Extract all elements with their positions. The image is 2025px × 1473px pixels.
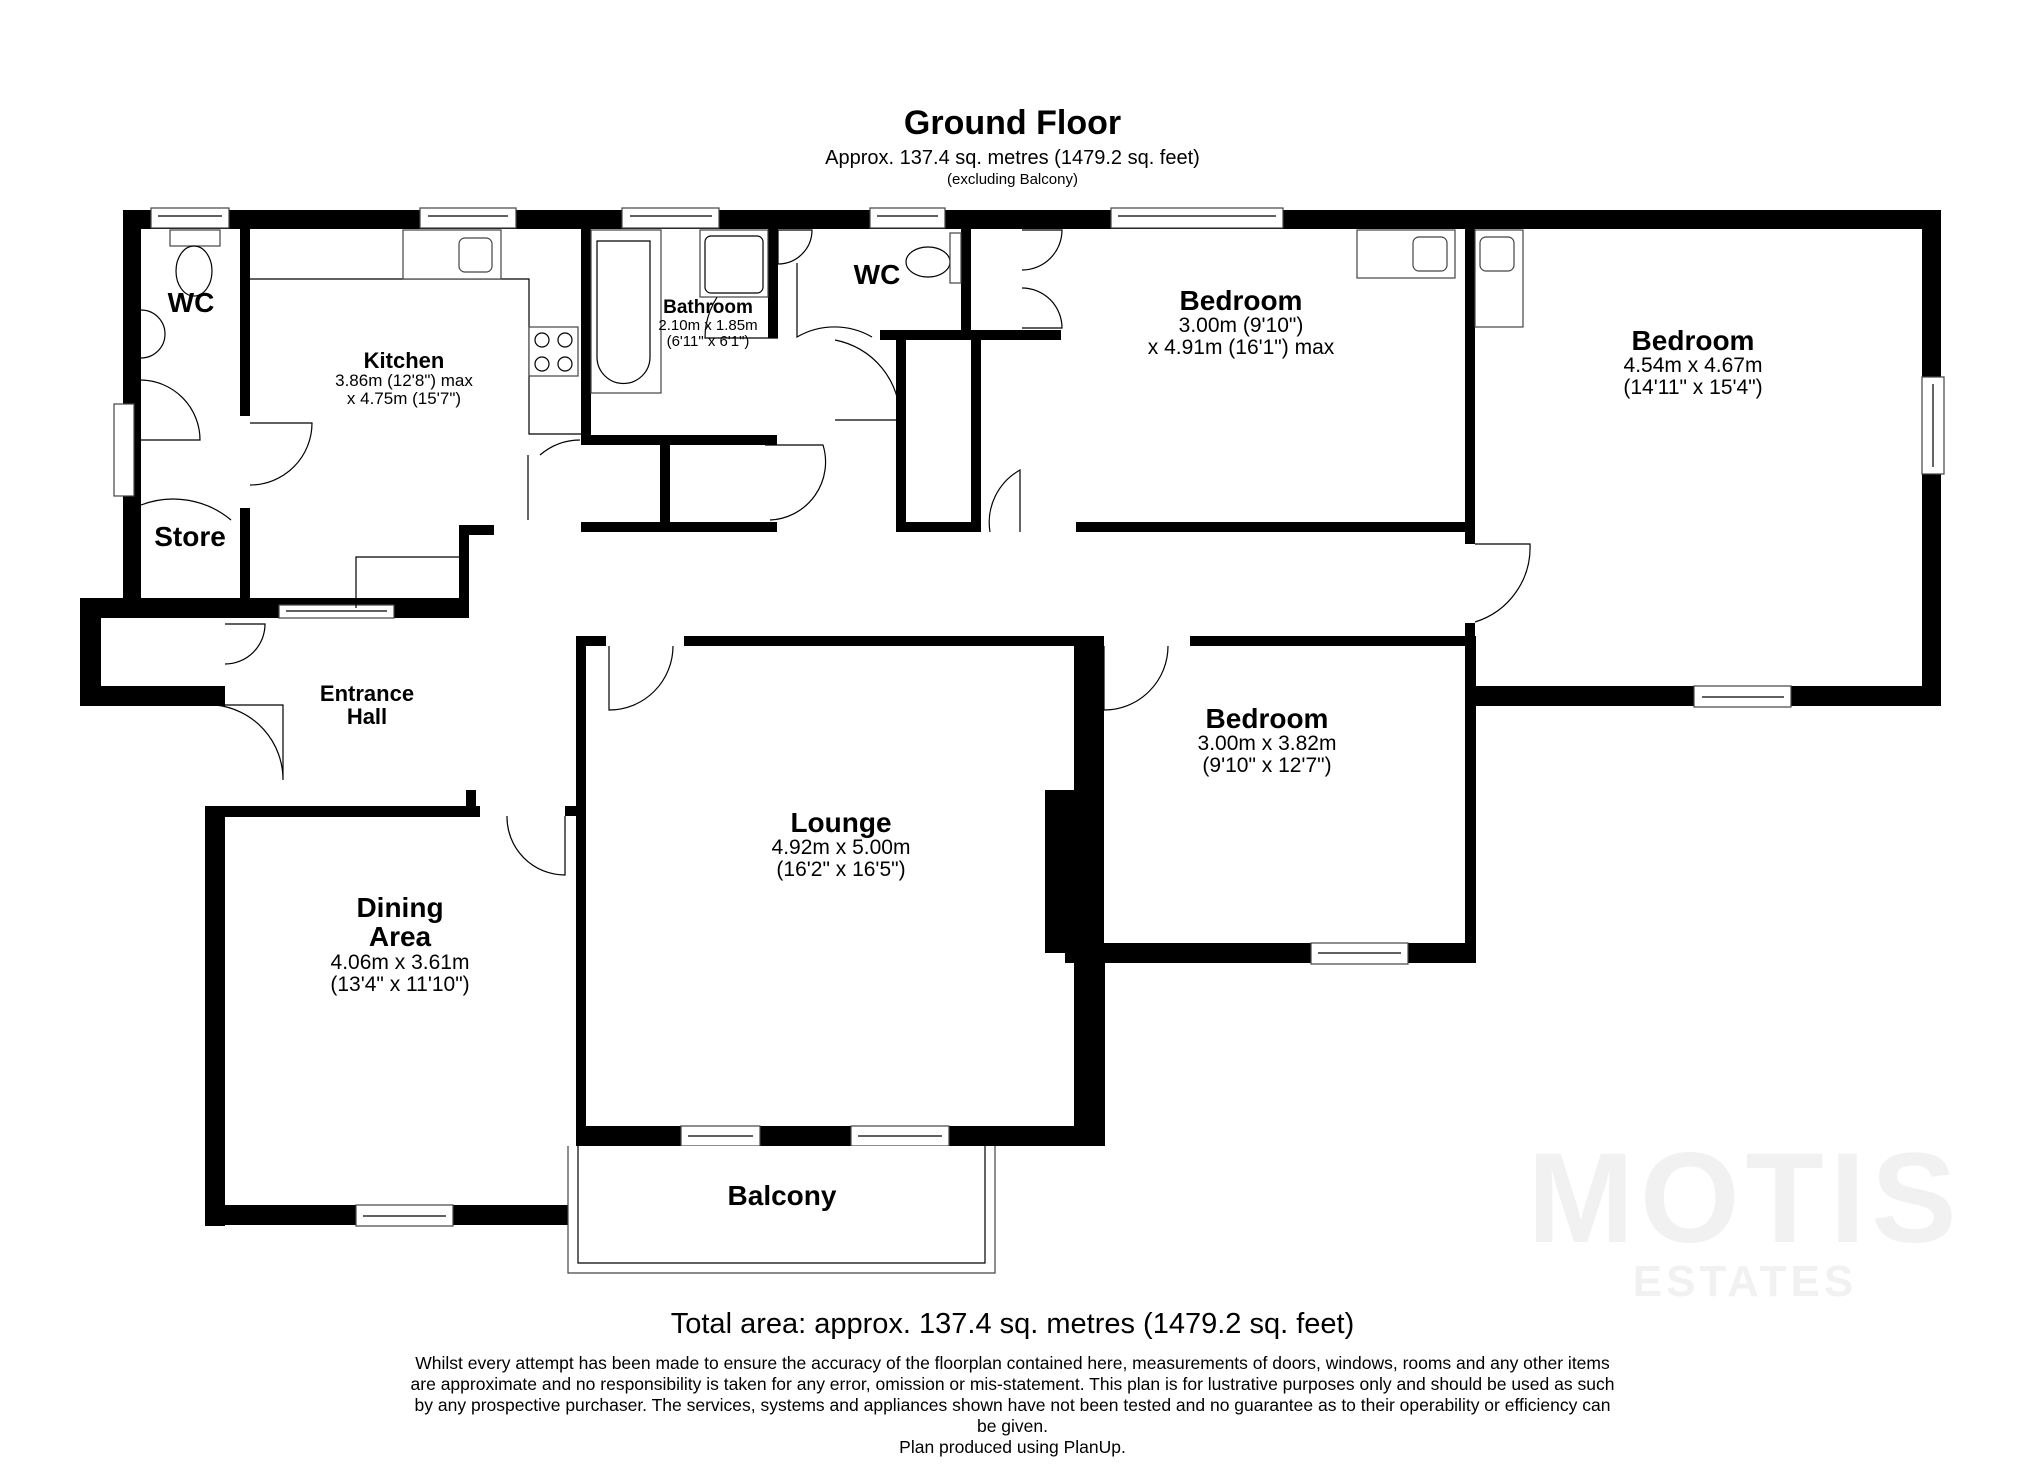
room-dim: 4.92m x 5.00m xyxy=(771,836,911,860)
room-dim: 3.86m (12'8") max xyxy=(335,371,473,391)
room-lounge: Lounge 4.92m x 5.00m (16'2" x 16'5") xyxy=(772,808,911,881)
room-dim: 2.10m x 1.85m xyxy=(658,316,758,334)
room-name: Lounge xyxy=(790,807,892,838)
walls xyxy=(80,210,1941,1226)
room-dim: (9'10" x 12'7") xyxy=(1202,754,1332,778)
room-name: Hall xyxy=(346,704,388,730)
room-dim: (6'11" x 6'1") xyxy=(666,332,750,350)
total-area: Total area: approx. 137.4 sq. metres (14… xyxy=(670,1308,1355,1340)
windows xyxy=(113,207,1945,1227)
disclaimer-line: are approximate and no responsibility is… xyxy=(410,1374,1615,1394)
room-bathroom: Bathroom 2.10m x 1.85m (6'11" x 6'1") xyxy=(658,298,757,349)
disclaimer: Whilst every attempt has been made to en… xyxy=(330,1353,1695,1458)
room-wc-mid: WC xyxy=(853,259,901,290)
room-balcony: Balcony xyxy=(727,1180,837,1211)
floor-title: Ground Floor xyxy=(903,104,1122,142)
room-bedroom-2: Bedroom 4.54m x 4.67m (14'11" x 15'4") xyxy=(1623,326,1762,399)
room-dim: x 4.75m (15'7") xyxy=(346,388,462,408)
room-dim: 3.00m (9'10") xyxy=(1178,314,1304,338)
room-dim: (13'4" x 11'10") xyxy=(330,972,470,996)
room-name: Entrance xyxy=(319,681,415,706)
room-bedroom-3: Bedroom 3.00m x 3.82m (9'10" x 12'7") xyxy=(1198,704,1337,777)
room-name: Bedroom xyxy=(1631,325,1755,356)
room-bedroom-1: Bedroom 3.00m (9'10") x 4.91m (16'1") ma… xyxy=(1148,286,1335,359)
room-name: Balcony xyxy=(727,1180,837,1211)
disclaimer-line: be given. xyxy=(976,1416,1049,1436)
room-dim: 3.00m x 3.82m xyxy=(1197,732,1337,756)
room-dim: (16'2" x 16'5") xyxy=(776,858,906,882)
disclaimer-line: Plan produced using PlanUp. xyxy=(899,1437,1126,1457)
room-name: WC xyxy=(167,287,215,318)
room-dim: 4.54m x 4.67m xyxy=(1623,354,1763,378)
watermark-logo: MOTIS ESTATES xyxy=(1485,1135,2005,1307)
room-name: Bedroom xyxy=(1179,285,1303,316)
room-dim: 4.06m x 3.61m xyxy=(330,950,470,974)
room-kitchen: Kitchen 3.86m (12'8") max x 4.75m (15'7"… xyxy=(335,349,473,408)
disclaimer-line: Whilst every attempt has been made to en… xyxy=(415,1353,1610,1373)
watermark-sub: ESTATES xyxy=(1632,1257,1858,1306)
floor-area: Approx. 137.4 sq. metres (1479.2 sq. fee… xyxy=(825,147,1200,169)
room-name: WC xyxy=(853,259,901,290)
disclaimer-line: by any prospective purchaser. The servic… xyxy=(414,1395,1611,1415)
watermark-main: MOTIS xyxy=(1527,1127,1963,1270)
room-dim: (14'11" x 15'4") xyxy=(1623,376,1763,400)
room-name: Dining xyxy=(356,892,444,923)
floor-area-note: (excluding Balcony) xyxy=(947,171,1078,188)
room-name: Kitchen xyxy=(363,348,445,373)
room-dining-area: Dining Area 4.06m x 3.61m (13'4" x 11'10… xyxy=(330,893,469,996)
room-name: Bedroom xyxy=(1205,703,1329,734)
room-dim: x 4.91m (16'1") max xyxy=(1147,336,1335,360)
room-name: Area xyxy=(368,921,432,953)
room-entrance-hall: Entrance Hall xyxy=(320,682,414,728)
room-name: Store xyxy=(154,521,226,552)
room-store: Store xyxy=(154,521,226,552)
fixtures xyxy=(140,229,1524,1274)
room-name: Bathroom xyxy=(663,297,753,318)
room-wc-left: WC xyxy=(167,287,215,318)
